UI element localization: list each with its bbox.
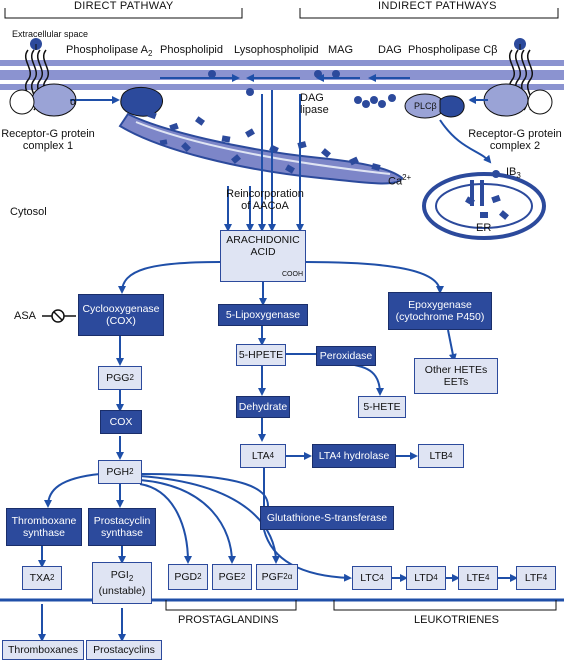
cox-box: COX <box>100 410 142 434</box>
direct-bracket <box>4 8 243 19</box>
cooh-label: COOH <box>282 271 303 278</box>
indirect-bracket <box>299 8 559 19</box>
lysophospholipid-label: Lysophospholipid <box>234 44 319 56</box>
thromboxanes-box: Thromboxanes <box>2 640 84 660</box>
phospholipase-cb-label: Phospholipase Cβ <box>408 44 498 56</box>
extracellular-label: Extracellular space <box>12 29 89 39</box>
alpha-label-1: α <box>70 96 77 108</box>
cell-membrane <box>0 60 564 90</box>
pgi2-box: PGI2(unstable) <box>92 562 152 604</box>
receptor-complex-2 <box>483 38 553 117</box>
glutathione-s-transferase-box: Glutathione-S-transferase <box>260 506 394 530</box>
er-label: ER <box>476 222 492 234</box>
ib3-label: IB3 <box>506 166 521 181</box>
phospholipase-a2-shape <box>120 87 163 117</box>
dag-label: DAG <box>378 44 402 56</box>
epoxygenase-box: Epoxygenase(cytochrome P450) <box>388 292 492 330</box>
calcium-label: Ca2+ <box>388 173 412 188</box>
membrane-tube <box>118 112 404 185</box>
leukotrienes-label: LEUKOTRIENES <box>414 614 499 626</box>
5-hpete-box: 5-HPETE <box>236 344 286 366</box>
cyclooxygenase-box: Cyclooxygenase(COX) <box>78 294 164 336</box>
asa-label: ASA <box>14 310 37 322</box>
plcb-label: PLCβ <box>414 101 437 111</box>
5-lipoxygenase-box: 5-Lipoxygenase <box>218 304 308 326</box>
plc-beta-complex <box>354 93 465 119</box>
direct-pathway-header: DIRECT PATHWAY <box>74 0 174 12</box>
5-hete-box: 5-HETE <box>358 396 406 418</box>
phospholipid-label: Phospholipid <box>160 44 223 56</box>
receptor-complex-1 <box>9 38 77 117</box>
cytosol-label: Cytosol <box>10 206 47 218</box>
mag-label: MAG <box>328 44 354 56</box>
peroxidase-box: Peroxidase <box>316 346 376 366</box>
alpha-label-2: α <box>464 94 471 106</box>
dehydrate-box: Dehydrate <box>236 396 290 418</box>
asa-inhibitor-icon <box>42 309 76 323</box>
phospholipase-a2-label: Phospholipase A2 <box>66 44 153 59</box>
prostaglandins-label: PROSTAGLANDINS <box>178 614 279 626</box>
prostacyclins-box: Prostacyclins <box>86 640 162 660</box>
endoplasmic-reticulum <box>422 170 546 240</box>
indirect-pathways-header: INDIRECT PATHWAYS <box>378 0 497 12</box>
